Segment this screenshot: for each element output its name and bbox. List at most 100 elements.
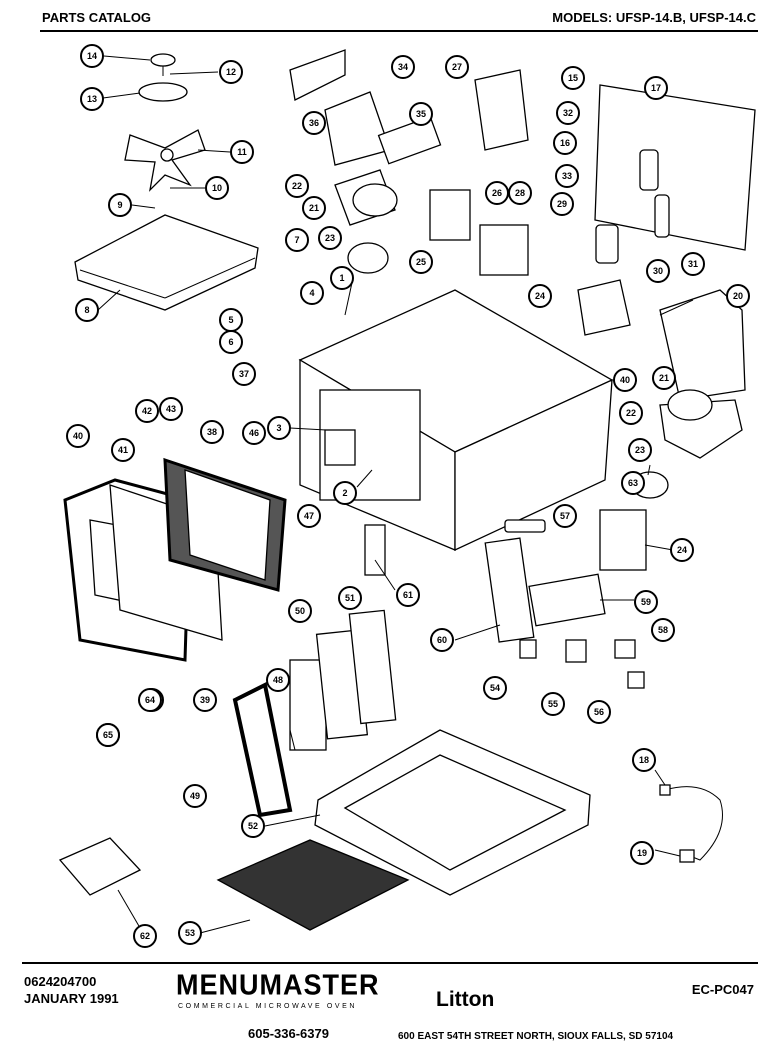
- power-cord: [659, 784, 723, 863]
- svg-text:29: 29: [557, 199, 567, 209]
- callout-57: 57: [553, 504, 577, 528]
- callout-65: 65: [96, 723, 120, 747]
- svg-text:15: 15: [568, 73, 578, 83]
- svg-text:13: 13: [87, 94, 97, 104]
- svg-text:11: 11: [237, 147, 247, 157]
- callout-3: 3: [267, 416, 291, 440]
- svg-text:35: 35: [416, 109, 426, 119]
- svg-text:2: 2: [342, 488, 347, 498]
- right-blower: [599, 289, 746, 571]
- callout-53: 53: [178, 921, 202, 945]
- callout-56: 56: [587, 700, 611, 724]
- callout-25: 25: [409, 250, 433, 274]
- callout-13: 13: [80, 87, 104, 111]
- callout-29: 29: [550, 192, 574, 216]
- svg-text:14: 14: [87, 51, 97, 61]
- svg-text:31: 31: [688, 259, 698, 269]
- callout-27: 27: [445, 55, 469, 79]
- callout-12: 12: [219, 60, 243, 84]
- svg-text:63: 63: [628, 478, 638, 488]
- callout-21b: 21: [652, 366, 676, 390]
- svg-text:43: 43: [166, 404, 176, 414]
- svg-text:24: 24: [677, 545, 687, 555]
- callout-51: 51: [338, 586, 362, 610]
- svg-text:40: 40: [620, 375, 630, 385]
- svg-text:4: 4: [309, 288, 314, 298]
- svg-text:56: 56: [594, 707, 604, 717]
- svg-text:1: 1: [339, 273, 344, 283]
- callout-37: 37: [232, 362, 256, 386]
- callout-64: 64: [138, 688, 162, 712]
- callout-23: 23: [318, 226, 342, 250]
- callout-58: 58: [651, 618, 675, 642]
- svg-text:6: 6: [228, 337, 233, 347]
- callout-22b: 22: [619, 401, 643, 425]
- door-assembly: [63, 457, 287, 662]
- svg-text:3: 3: [276, 423, 281, 433]
- svg-text:21: 21: [309, 203, 319, 213]
- callout-36: 36: [302, 111, 326, 135]
- litton-logo: Litton: [436, 988, 495, 1011]
- svg-text:39: 39: [200, 695, 210, 705]
- callout-28: 28: [508, 181, 532, 205]
- svg-text:62: 62: [140, 931, 150, 941]
- bottom-shelf-plate: [74, 214, 259, 311]
- stirrer-knob: [138, 53, 188, 102]
- callout-47: 47: [297, 504, 321, 528]
- callout-35: 35: [409, 102, 433, 126]
- svg-text:21: 21: [659, 373, 669, 383]
- svg-text:59: 59: [641, 597, 651, 607]
- callout-26: 26: [485, 181, 509, 205]
- svg-text:10: 10: [212, 183, 222, 193]
- svg-text:47: 47: [304, 511, 314, 521]
- svg-text:55: 55: [548, 699, 558, 709]
- svg-text:12: 12: [226, 67, 236, 77]
- callout-54: 54: [483, 676, 507, 700]
- callout-10: 10: [205, 176, 229, 200]
- callout-7: 7: [285, 228, 309, 252]
- callout-8: 8: [75, 298, 99, 322]
- callout-24: 24: [528, 284, 552, 308]
- phone-number: 605-336-6379: [248, 1026, 329, 1041]
- svg-text:61: 61: [403, 590, 413, 600]
- callout-24b: 24: [670, 538, 694, 562]
- callout-22: 22: [285, 174, 309, 198]
- svg-text:22: 22: [292, 181, 302, 191]
- callout-59: 59: [634, 590, 658, 614]
- svg-text:34: 34: [398, 62, 408, 72]
- company-address: 600 EAST 54TH STREET NORTH, SIOUX FALLS,…: [398, 1031, 674, 1042]
- models-label: MODELS: UFSP-14.B, UFSP-14.C: [552, 10, 756, 25]
- svg-text:57: 57: [560, 511, 570, 521]
- callout-55: 55: [541, 692, 565, 716]
- callout-11: 11: [230, 140, 254, 164]
- callout-60: 60: [430, 628, 454, 652]
- callout-63: 63: [621, 471, 645, 495]
- callout-48: 48: [266, 668, 290, 692]
- svg-text:5: 5: [228, 315, 233, 325]
- svg-text:48: 48: [273, 675, 283, 685]
- callout-9: 9: [108, 193, 132, 217]
- callout-1: 1: [330, 266, 354, 290]
- svg-text:25: 25: [416, 257, 426, 267]
- top-right-components: [289, 49, 756, 336]
- callout-6: 6: [219, 330, 243, 354]
- callout-4: 4: [300, 281, 324, 305]
- svg-text:19: 19: [637, 848, 647, 858]
- catalog-title: PARTS CATALOG: [42, 10, 152, 25]
- svg-text:23: 23: [635, 445, 645, 455]
- svg-text:26: 26: [492, 188, 502, 198]
- svg-text:20: 20: [733, 291, 743, 301]
- svg-text:46: 46: [249, 428, 259, 438]
- callout-23b: 23: [628, 438, 652, 462]
- svg-text:42: 42: [142, 406, 152, 416]
- callout-49: 49: [183, 784, 207, 808]
- svg-text:65: 65: [103, 730, 113, 740]
- callout-39: 39: [193, 688, 217, 712]
- svg-text:17: 17: [651, 83, 661, 93]
- svg-text:8: 8: [84, 305, 89, 315]
- callout-40b: 40: [613, 368, 637, 392]
- svg-text:54: 54: [490, 683, 500, 693]
- svg-text:23: 23: [325, 233, 335, 243]
- catalog-number: 0624204700: [24, 974, 97, 989]
- brand-tagline: COMMERCIAL MICROWAVE OVEN: [178, 1003, 358, 1010]
